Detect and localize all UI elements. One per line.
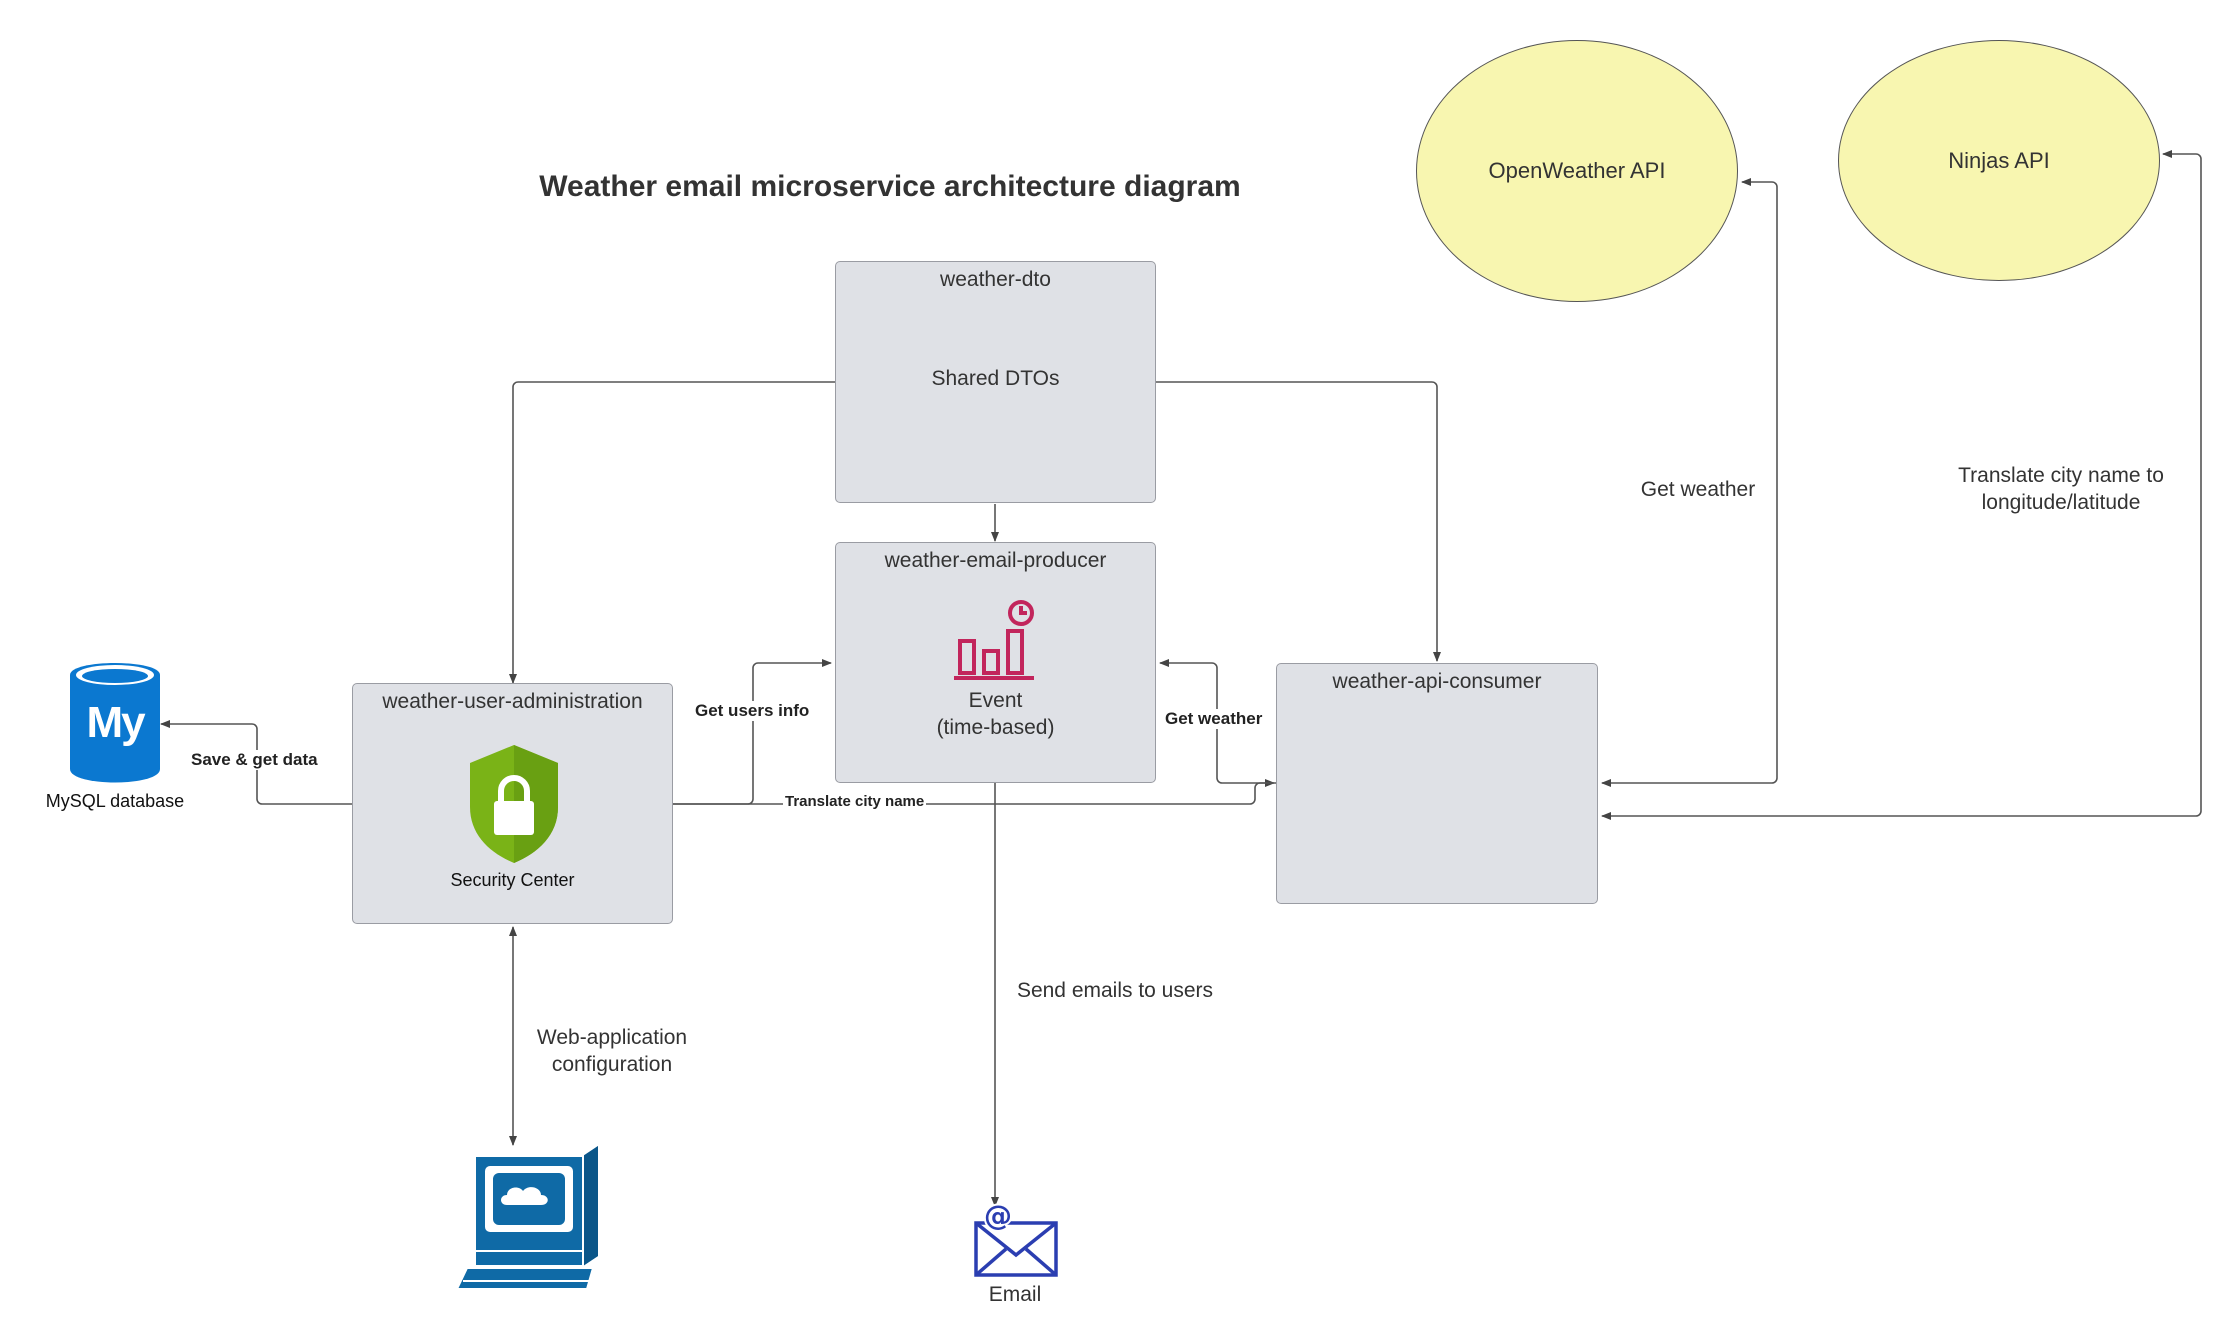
- diagram-title: Weather email microservice architecture …: [539, 170, 1241, 203]
- edge-dto-to-user-admin: [509, 381, 835, 684]
- weather-email-producer-title: weather-email-producer: [884, 549, 1107, 572]
- translate-city-to-lat-lon-line1: Translate city name to: [1958, 464, 2164, 487]
- ninjas-api-label: Ninjas API: [1948, 147, 2050, 173]
- get-weather-producer-label: Get weather: [1163, 709, 1265, 729]
- security-center-shield-icon: [470, 745, 558, 863]
- edge-user-admin-to-producer: [673, 659, 832, 805]
- web-application-config-line1: Web-application: [536, 1026, 688, 1049]
- email-label: Email: [988, 1283, 1042, 1306]
- weather-email-producer-box[interactable]: weather-email-producer Event (time-based…: [835, 542, 1156, 783]
- translate-city-name-label: Translate city name: [783, 793, 927, 810]
- get-users-info-label: Get users info: [693, 701, 812, 721]
- web-application-computer-icon: [455, 1146, 598, 1290]
- edge-user-admin-to-api-consumer: [673, 779, 1275, 805]
- weather-api-consumer-box[interactable]: weather-api-consumer: [1276, 663, 1598, 904]
- translate-city-to-lat-lon-line2: longitude/latitude: [1981, 491, 2141, 514]
- weather-dto-box[interactable]: weather-dto Shared DTOs: [835, 261, 1156, 503]
- email-envelope-icon: @: [974, 1203, 1058, 1277]
- mysql-database-label: MySQL database: [45, 791, 185, 811]
- openweather-api-node[interactable]: OpenWeather API: [1416, 40, 1738, 302]
- edge-api-consumer-ninjas: [1601, 150, 2202, 820]
- security-center-label: Security Center: [450, 870, 575, 890]
- send-emails-label: Send emails to users: [1016, 979, 1214, 1002]
- weather-user-administration-title: weather-user-administration: [382, 690, 643, 713]
- weather-api-consumer-title: weather-api-consumer: [1332, 670, 1542, 693]
- mysql-logo-text: My: [86, 698, 145, 747]
- mysql-database-icon: [70, 663, 160, 783]
- get-weather-openweather-label: Get weather: [1640, 478, 1756, 501]
- event-label: Event: [968, 689, 1023, 712]
- weather-dto-title: weather-dto: [940, 268, 1051, 291]
- save-get-data-label: Save & get data: [189, 750, 320, 770]
- event-time-based-icon: [954, 600, 1034, 680]
- weather-user-administration-box[interactable]: weather-user-administration Security Cen…: [352, 683, 673, 924]
- openweather-api-label: OpenWeather API: [1488, 158, 1666, 183]
- time-based-label: (time-based): [936, 716, 1055, 739]
- svg-text:@: @: [984, 1203, 1012, 1232]
- shared-dtos-label: Shared DTOs: [931, 367, 1060, 390]
- ninjas-api-node[interactable]: Ninjas API: [1838, 40, 2160, 281]
- web-application-config-line2: configuration: [551, 1053, 673, 1076]
- edge-dto-to-api-consumer: [1156, 381, 1441, 662]
